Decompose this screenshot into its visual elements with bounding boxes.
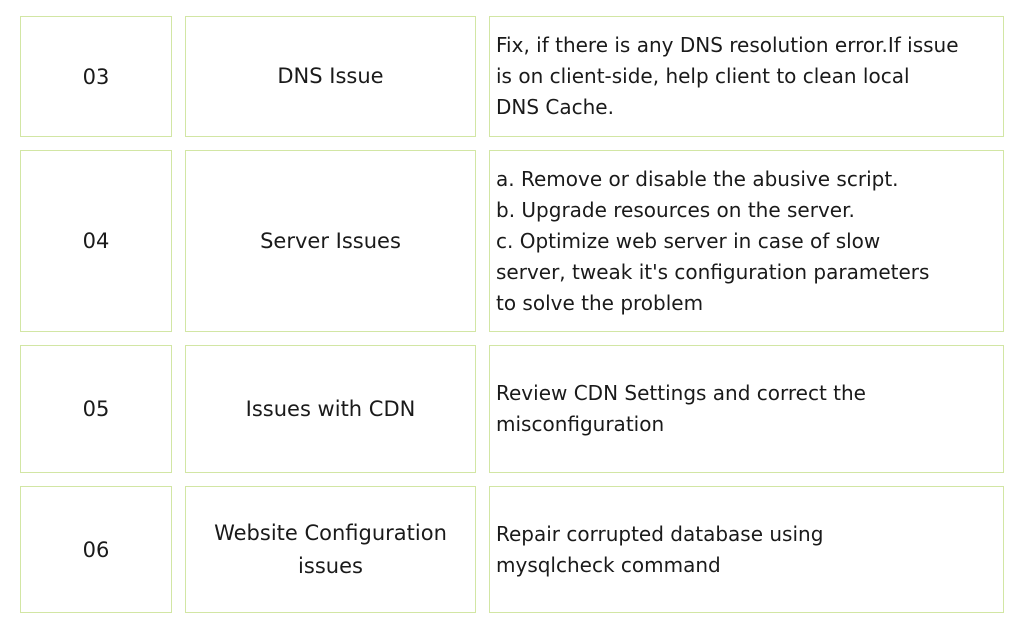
row-number: 03 [20,16,172,137]
fix-line: Review CDN Settings and correct the [496,381,866,405]
fix-line: is on client-side, help client to clean … [496,64,910,88]
fix-line: server, tweak it's configuration paramet… [496,259,930,284]
fix-line: Fix, if there is any DNS resolution erro… [496,33,959,57]
issue-name: Website Configuration issues [185,486,476,613]
table-row: 06 Website Configuration issues Repair c… [20,486,1004,613]
fix-description: a. Remove or disable the abusive script.… [489,150,1004,332]
row-number: 06 [20,486,172,613]
fix-line: misconfiguration [496,412,665,436]
table-row: 04 Server Issues a. Remove or disable th… [20,150,1004,332]
issue-name: Issues with CDN [185,345,476,473]
fix-line: a. Remove or disable the abusive script. [496,166,899,191]
fix-description: Repair corrupted database using mysqlche… [489,486,1004,613]
fix-line: DNS Cache. [496,95,614,119]
issue-name: DNS Issue [185,16,476,137]
row-number: 04 [20,150,172,332]
fix-line: mysqlcheck command [496,552,721,577]
fix-line: b. Upgrade resources on the server. [496,197,855,222]
fix-description: Review CDN Settings and correct the misc… [489,345,1004,473]
table-row: 03 DNS Issue Fix, if there is any DNS re… [20,16,1004,137]
fix-line: Repair corrupted database using [496,521,824,546]
fix-line: c. Optimize web server in case of slow [496,228,881,253]
issues-table: 03 DNS Issue Fix, if there is any DNS re… [20,16,1004,613]
row-number: 05 [20,345,172,473]
fix-description: Fix, if there is any DNS resolution erro… [489,16,1004,137]
table-row: 05 Issues with CDN Review CDN Settings a… [20,345,1004,473]
fix-line: to solve the problem [496,290,704,315]
issue-name: Server Issues [185,150,476,332]
